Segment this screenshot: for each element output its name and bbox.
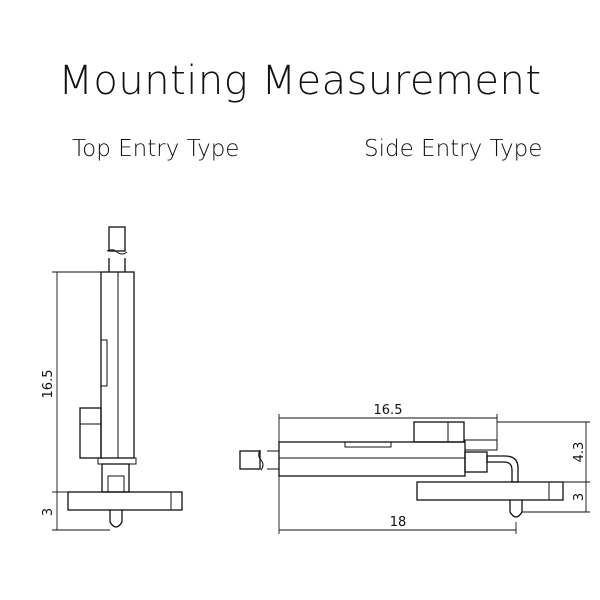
top-entry-label: Top Entry Type <box>72 136 240 162</box>
top-base-plate <box>67 491 183 511</box>
top-wire-stub <box>108 226 126 252</box>
top-wire-lower <box>108 258 126 272</box>
top-latch <box>79 407 102 459</box>
side-base-dim: 3 <box>572 493 587 501</box>
top-pin <box>109 510 123 528</box>
page-title: Mounting Measurement <box>58 58 542 104</box>
side-pin <box>509 500 523 518</box>
top-break-mark <box>106 249 128 255</box>
top-neck <box>101 463 130 493</box>
side-entry-label: Side Entry Type <box>364 136 543 162</box>
top-height-dim: 16.5 <box>41 370 56 399</box>
side-bent-terminal <box>486 455 519 483</box>
side-wire-stub <box>239 450 261 470</box>
side-base-plate <box>416 481 564 501</box>
side-length-dim: 16.5 <box>374 403 403 418</box>
side-neck <box>464 451 488 473</box>
side-height-dim: 4.3 <box>572 442 587 463</box>
side-entry-drawing <box>239 414 590 534</box>
top-base-dim: 3 <box>41 508 56 516</box>
top-entry-drawing <box>52 226 183 531</box>
side-total-dim: 18 <box>390 515 407 530</box>
side-latch <box>413 421 465 443</box>
